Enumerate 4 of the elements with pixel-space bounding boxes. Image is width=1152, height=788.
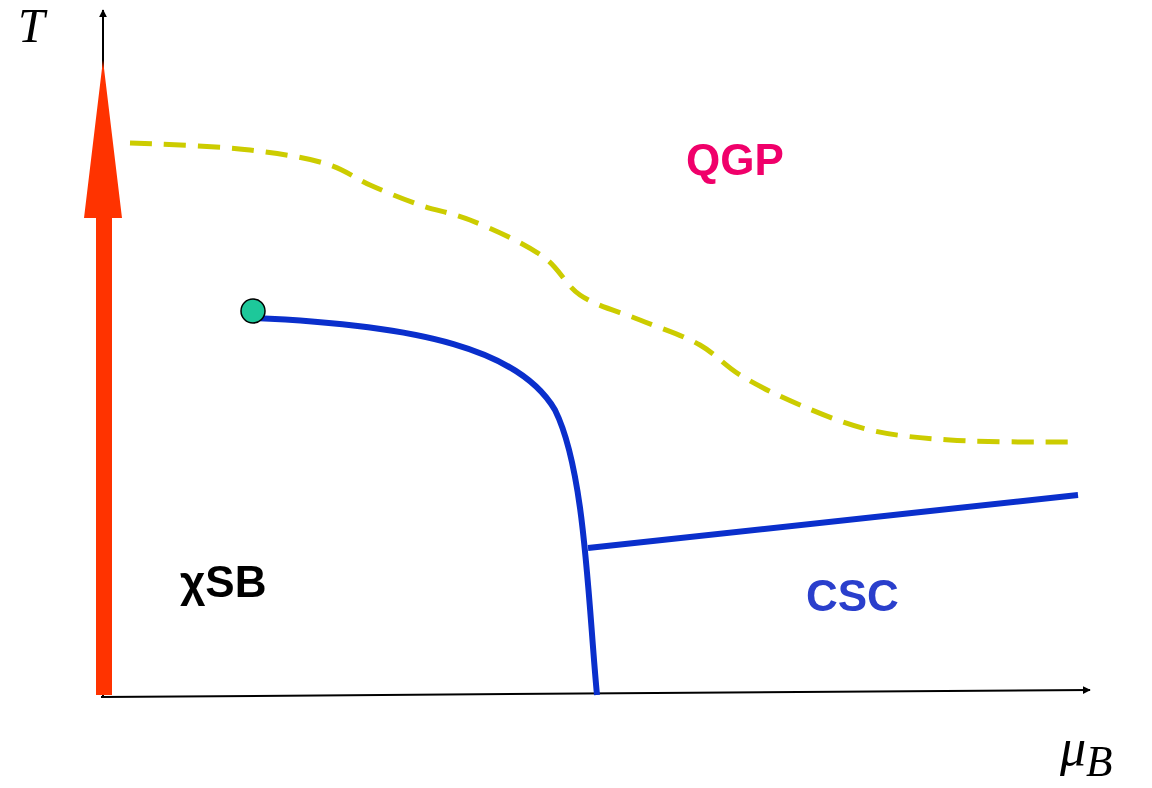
phase-label: CSC (806, 574, 899, 618)
phase-label: QGP (686, 138, 784, 182)
axis-label: μ$_{B}$ (1060, 722, 1113, 784)
phase-label: χSB (180, 560, 267, 604)
